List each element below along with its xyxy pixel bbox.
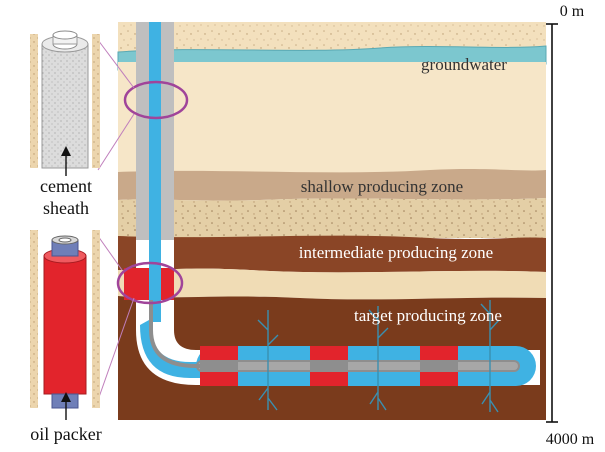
tubing-vertical (149, 22, 161, 322)
depth-top-label: 0 m (560, 3, 585, 20)
cement-sheath-inset (30, 30, 100, 169)
callout-line-2 (97, 113, 135, 171)
upper-sand-layer (118, 62, 546, 174)
cement-arrow-head (61, 146, 71, 156)
depth-scale (546, 23, 558, 423)
intermediate-zone-label: intermediate producing zone (299, 243, 493, 262)
oil-packer-inset (30, 230, 100, 409)
lateral-pipe-over-2 (310, 360, 348, 372)
strata (117, 22, 547, 420)
cement-sheath-label-line2: sheath (43, 198, 89, 218)
packer-arrow-head (61, 392, 71, 402)
vertical-packer-core (149, 268, 161, 300)
lower-sand-layer (118, 268, 546, 300)
fracture-1 (257, 310, 279, 411)
callout-line-3 (97, 235, 123, 271)
fractures (257, 300, 500, 413)
lateral-gray-inner (198, 362, 518, 370)
lateral-pipe-over-3 (420, 360, 458, 372)
fracture-3 (480, 300, 500, 413)
fracture-2 (368, 306, 389, 411)
lateral-pipe-over-1 (200, 360, 238, 372)
highlight-circle-cement (123, 80, 189, 120)
wellbore (124, 22, 540, 386)
shallow-producing-zone (118, 169, 546, 201)
highlight-circle-packer (116, 261, 184, 305)
bend-pipe (149, 300, 200, 368)
oil-packer-label: oil packer (30, 424, 101, 444)
callout-line-1 (97, 39, 135, 89)
speckled-layer (118, 198, 546, 238)
target-zone-label: target producing zone (354, 306, 502, 325)
shallow-zone-label: shallow producing zone (301, 177, 463, 196)
callout-line-4 (97, 297, 135, 401)
groundwater-label: groundwater (421, 55, 507, 74)
cement-sheath-label-line1: cement (40, 176, 92, 196)
depth-bottom-label: 4000 m (546, 431, 595, 448)
intermediate-producing-zone (118, 235, 546, 273)
